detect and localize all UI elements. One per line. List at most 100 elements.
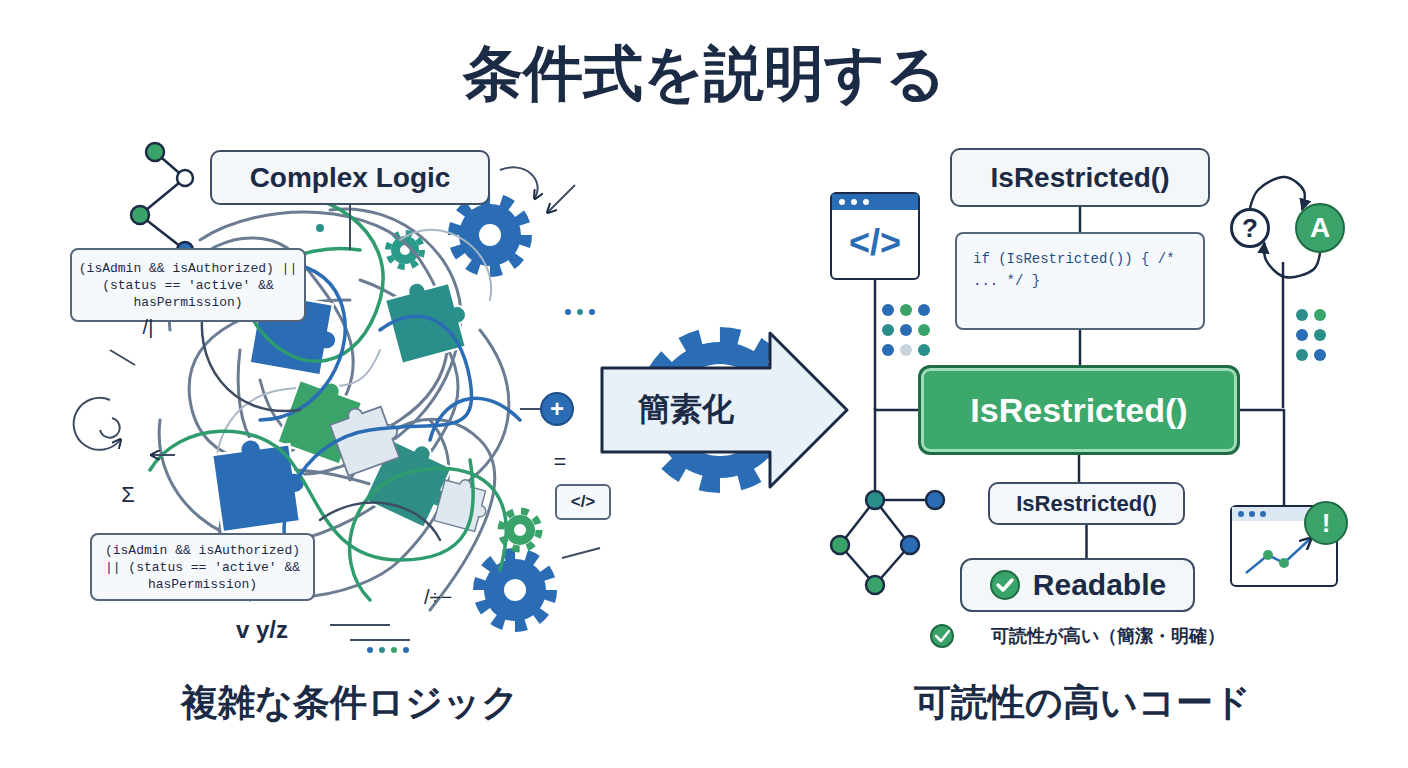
check-icon [989,569,1021,601]
node-text: </> [849,222,901,264]
code-window: </> [830,192,920,280]
check-icon [931,625,953,647]
connector-line [1085,525,1088,558]
tangled-wires [320,503,440,540]
connector-line [1079,330,1082,365]
dot-grid [1314,309,1326,321]
dot-grid [900,304,912,316]
code-box: (isAdmin && isAuthorized) || (status == … [70,248,306,322]
network-icon [146,143,164,161]
puzzle-pieces [328,397,406,475]
leader-line [500,167,538,198]
node-text: Complex Logic [250,162,451,194]
gear-icon [388,233,422,267]
node-text: + [550,397,564,421]
dot-grid [589,309,595,315]
process-arrow: 簡素化 [600,330,850,490]
code-tag-box: </> [555,484,611,520]
leader-line [350,639,410,641]
gear-icon [459,204,521,266]
gear-icon [391,236,419,264]
node-text: IsRestricted() [970,391,1187,430]
gear-icon [388,199,795,626]
code-box: (isAdmin && isAuthorized) || (status == … [90,533,315,601]
network-icon [866,491,884,509]
check-icon [991,571,1019,599]
note-label: /÷− [424,586,452,609]
dot-grid [1314,329,1326,341]
gear-icon [484,559,546,621]
diagram-title: 条件式を説明する [0,34,1408,115]
connector-line [1240,410,1284,505]
network-icon [177,170,193,186]
function-box: IsRestricted() [988,482,1185,525]
node-text: Readable [1033,568,1166,602]
network-icon [131,143,193,258]
gear-icon [514,524,526,536]
heading-box: Complex Logic [210,150,490,205]
leader-line [349,205,351,250]
tangled-wires [202,300,440,540]
network-icon [1282,262,1285,408]
puzzle-pieces [434,475,492,533]
network-icon [131,206,149,224]
dot-grid [918,324,930,336]
note-label: Σ [121,482,135,508]
function-box: IsRestricted() [950,148,1210,207]
leader-line [548,185,575,212]
connectors [875,177,1320,558]
leader-line [562,548,600,558]
node-text: if (IsRestricted()) { /* ... */ } [973,248,1187,292]
window-chrome [839,199,845,205]
highlight-box: IsRestricted() [918,365,1240,455]
leader-line [110,350,135,365]
network-icon [901,536,919,554]
tangled-wires [430,398,520,440]
gear-icon [479,554,551,626]
dot-grid [316,224,1326,653]
answer-circle: A [1295,203,1345,253]
note-label: /| [143,316,154,339]
check-icon [998,580,1012,590]
chart-point [1263,550,1273,560]
connector-line [1250,177,1305,210]
dot-grid [918,304,930,316]
node-text: (isAdmin && isAuthorized) || (status == … [78,260,298,311]
connector-line [1078,455,1081,482]
leader-line [152,454,175,456]
network-icon [926,491,944,509]
dot-grid [882,324,894,336]
leader-line [100,418,120,438]
node-text: 簡素化 [600,330,772,490]
check-icon [931,625,953,647]
node-text: A [1310,212,1330,244]
dot-grid [1296,329,1308,341]
dot-grid [900,344,912,356]
gear-icon [504,579,526,601]
tangled-wires [350,468,506,600]
network-icon [866,576,884,594]
dot-grid [565,309,571,315]
window-chrome [832,194,918,210]
gear-icon [501,511,539,549]
dot-grid [379,647,385,653]
leader-line [74,167,600,640]
question-circle: ? [1230,208,1270,248]
window-chrome [1238,511,1244,517]
dot-grid [403,647,409,653]
note-label: 可読性が高い（簡潔・明確） [991,624,1225,648]
leader-line [330,624,390,626]
note-label: = [554,449,567,475]
caption-text: 可読性の高いコード [914,678,1251,728]
dot-grid [1296,349,1308,361]
window-chrome [863,199,869,205]
node-text: IsRestricted() [991,162,1170,194]
dot-grid [918,344,930,356]
chart-line [1246,539,1310,573]
node-text: (isAdmin && isAuthorized) || (status == … [102,542,303,593]
window-chrome [1249,511,1255,517]
caption-text: 複雑な条件ロジック [181,678,519,728]
